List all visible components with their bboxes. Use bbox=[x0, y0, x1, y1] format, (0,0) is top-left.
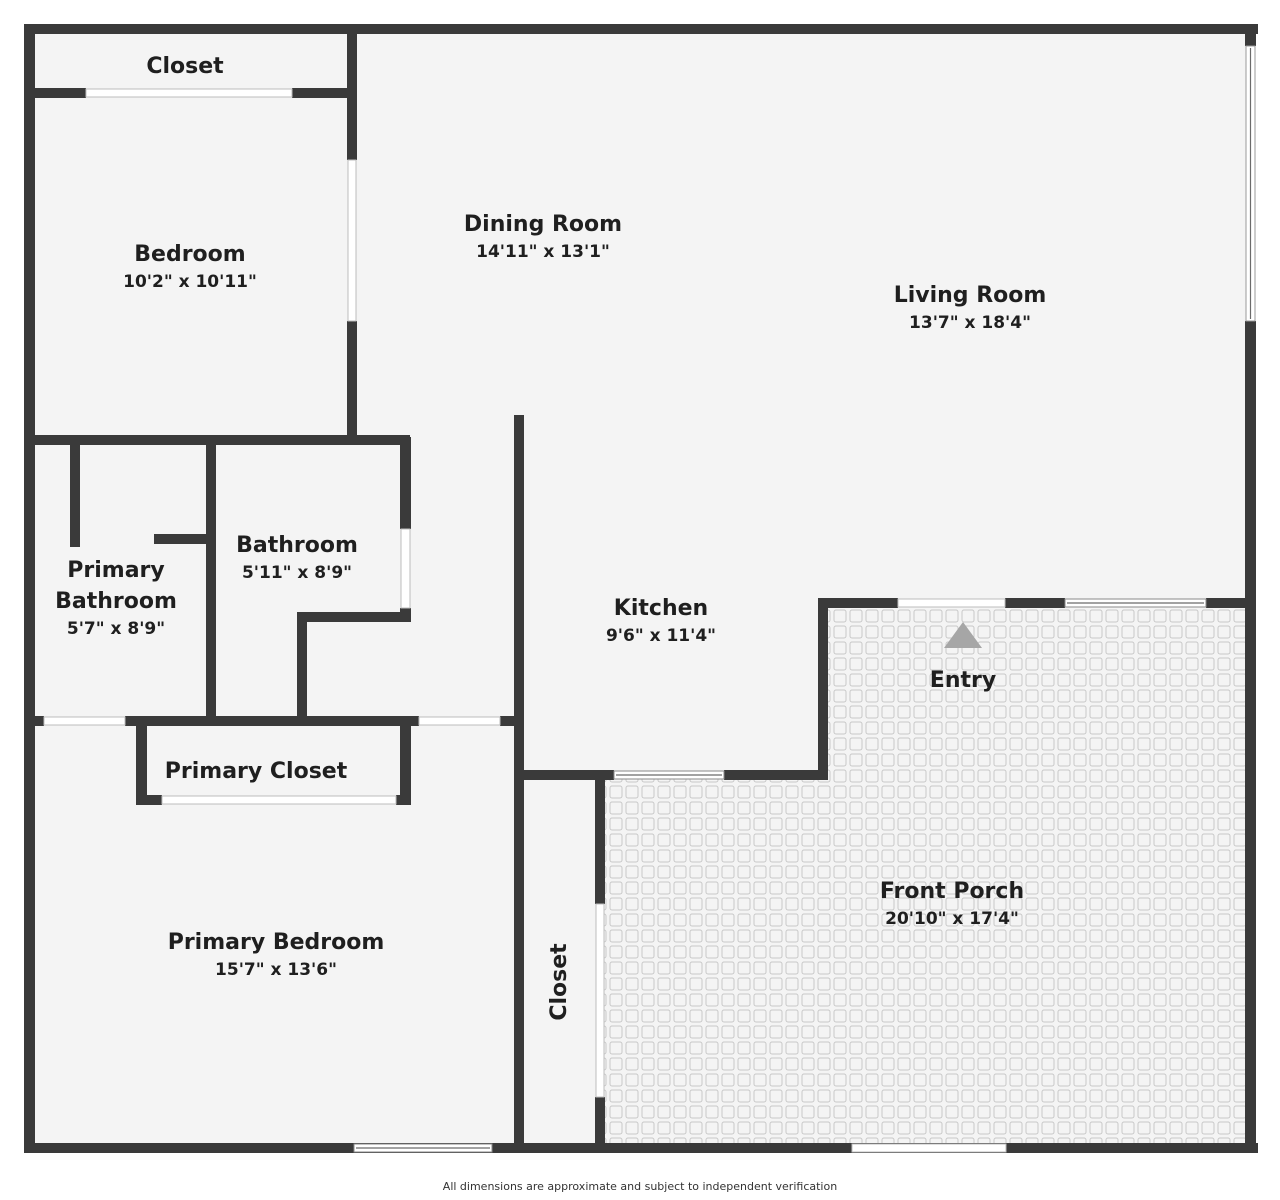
dimensions-disclaimer: All dimensions are approximate and subje… bbox=[442, 1180, 838, 1193]
bedroom-label: Bedroom bbox=[134, 242, 245, 267]
bathroom-dimensions: 5'11" x 8'9" bbox=[242, 563, 352, 583]
closet-side-label: Closet bbox=[547, 943, 572, 1021]
windows bbox=[43, 45, 1256, 1153]
living-room-label: Living Room bbox=[894, 283, 1047, 308]
entry-label: Entry bbox=[930, 668, 996, 693]
kitchen-label: Kitchen bbox=[614, 596, 708, 621]
primary-bedroom-dimensions: 15'7" x 13'6" bbox=[215, 960, 337, 980]
front-porch-dimensions: 20'10" x 17'4" bbox=[885, 909, 1019, 929]
living-room-dimensions: 13'7" x 18'4" bbox=[909, 313, 1031, 333]
primary-bedroom-label: Primary Bedroom bbox=[168, 930, 385, 955]
entry-arrow-icon bbox=[944, 622, 982, 648]
primary-closet-label: Primary Closet bbox=[165, 759, 348, 784]
dining-room-label: Dining Room bbox=[464, 212, 622, 237]
closet-top-label: Closet bbox=[146, 54, 224, 79]
kitchen-dimensions: 9'6" x 11'4" bbox=[606, 626, 716, 646]
primary-bathroom-label-line1: Primary bbox=[67, 558, 164, 583]
primary-bathroom-label-line2: Bathroom bbox=[55, 589, 177, 614]
dining-room-dimensions: 14'11" x 13'1" bbox=[476, 242, 610, 262]
front-porch-floor bbox=[604, 604, 1248, 1145]
bedroom-dimensions: 10'2" x 10'11" bbox=[123, 272, 257, 292]
front-porch-label: Front Porch bbox=[880, 879, 1024, 904]
primary-bathroom-dimensions: 5'7" x 8'9" bbox=[67, 619, 165, 639]
bathroom-label: Bathroom bbox=[236, 533, 358, 558]
walls bbox=[24, 24, 1258, 1153]
